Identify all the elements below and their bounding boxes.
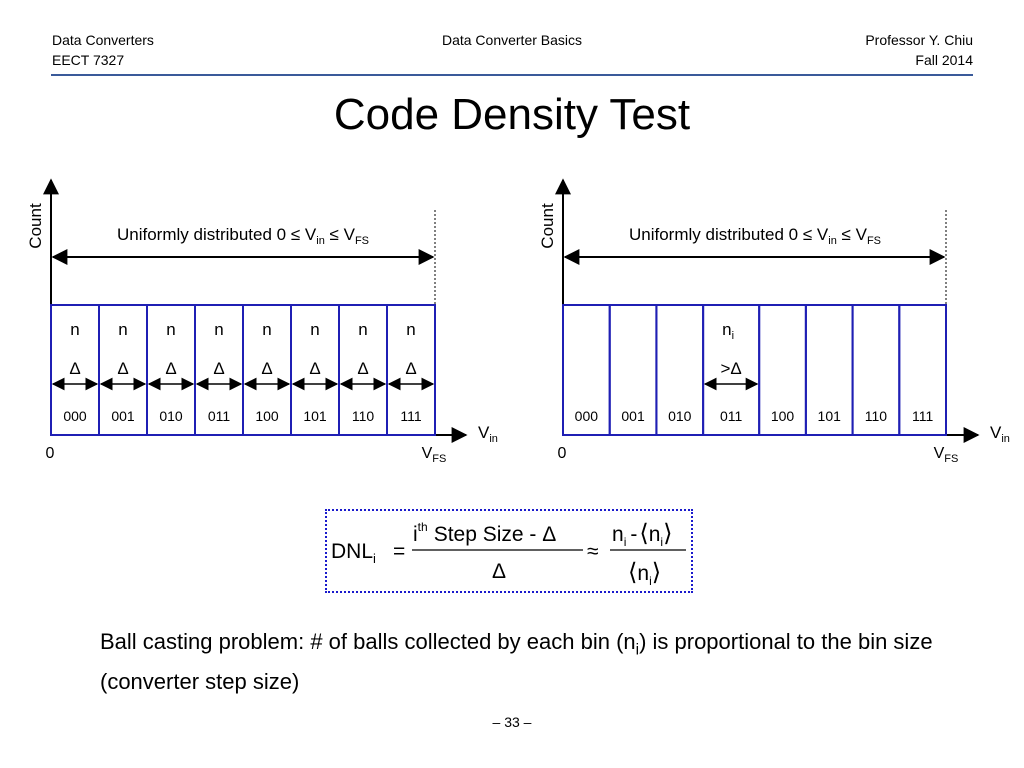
equation-right-numerator: ni-⟨ni⟩ [612, 520, 672, 549]
code-label-111: 111 [400, 408, 421, 424]
width-label-000: Δ [69, 359, 80, 378]
right-x-axis-label: Vin [990, 423, 1010, 445]
left-x-zero: 0 [46, 445, 55, 462]
right-histogram: Count Uniformly distributed 0 ≤ Vin ≤ VF… [538, 178, 1010, 465]
code-label-110: 110 [352, 408, 375, 424]
slide-title: Code Density Test [333, 90, 691, 139]
width-label-101: Δ [309, 359, 320, 378]
term: Fall 2014 [915, 52, 973, 68]
code-label-001: 001 [621, 408, 645, 424]
right-bins: 000 001 010 011 ni >Δ 100 101 110 111 [562, 304, 947, 436]
count-label-110: n [358, 320, 367, 339]
left-x-end-label: VFS [422, 445, 447, 465]
code-label-110: 110 [865, 408, 888, 424]
width-label-100: Δ [261, 359, 272, 378]
width-label-001: Δ [117, 359, 128, 378]
width-label-110: Δ [357, 359, 368, 378]
bin-111 [386, 304, 436, 436]
header-topic: Data Converter Basics [441, 32, 583, 48]
count-label-010: n [166, 320, 175, 339]
code-label-100: 100 [255, 408, 279, 424]
right-x-zero: 0 [558, 445, 567, 462]
left-y-label: Count [26, 203, 45, 249]
header-rule [51, 74, 973, 76]
code-label-000: 000 [575, 408, 599, 424]
count-label-101: n [310, 320, 319, 339]
right-range-label: Uniformly distributed 0 ≤ Vin ≤ VFS [629, 225, 881, 247]
course-code: EECT 7327 [52, 52, 125, 68]
count-label-100: n [262, 320, 271, 339]
equation-box [325, 509, 693, 593]
equation-approx: ≈ [587, 540, 599, 563]
equation-equals: = [393, 540, 405, 563]
professor-name: Professor Y. Chiu [865, 32, 973, 48]
left-bins: 000 nΔ 001 nΔ 010 nΔ 011 nΔ 100 nΔ 101 nΔ 110 nΔ 111 nΔ [50, 304, 436, 436]
code-label-000: 000 [63, 408, 87, 424]
left-x-axis-label: Vin [478, 423, 498, 445]
count-label-011: ni [722, 320, 734, 342]
left-histogram: Count Uniformly distributed 0 ≤ Vin ≤ VF… [26, 178, 498, 465]
right-y-label: Count [538, 203, 557, 249]
width-label-011: >Δ [720, 359, 741, 378]
count-label-011: n [214, 320, 223, 339]
count-label-000: n [70, 320, 79, 339]
header-left: Data Converters EECT 7327 [52, 30, 154, 70]
width-label-111: Δ [405, 359, 416, 378]
right-x-end-label: VFS [934, 445, 959, 465]
code-label-010: 010 [668, 408, 692, 424]
caption: Ball casting problem: # of balls collect… [100, 629, 933, 695]
left-range-label: Uniformly distributed 0 ≤ Vin ≤ VFS [117, 225, 369, 247]
count-label-001: n [118, 320, 127, 339]
code-label-101: 101 [303, 408, 327, 424]
equation-lhs: DNLi [331, 540, 376, 566]
page-number: – 33 – [492, 714, 532, 730]
code-label-001: 001 [111, 408, 135, 424]
code-label-111: 111 [912, 408, 933, 424]
equation-denominator: Δ [492, 560, 506, 583]
code-label-011: 011 [208, 408, 231, 424]
code-label-100: 100 [771, 408, 795, 424]
code-label-101: 101 [818, 408, 842, 424]
width-label-010: Δ [165, 359, 176, 378]
code-label-011: 011 [720, 408, 743, 424]
header-right: Professor Y. Chiu Fall 2014 [865, 30, 973, 70]
code-label-010: 010 [159, 408, 183, 424]
bin-111 [898, 304, 947, 436]
count-label-111: n [406, 320, 415, 339]
width-label-011: Δ [213, 359, 224, 378]
course-name: Data Converters [52, 32, 154, 48]
equation-right-denominator: ⟨ni⟩ [628, 559, 661, 588]
